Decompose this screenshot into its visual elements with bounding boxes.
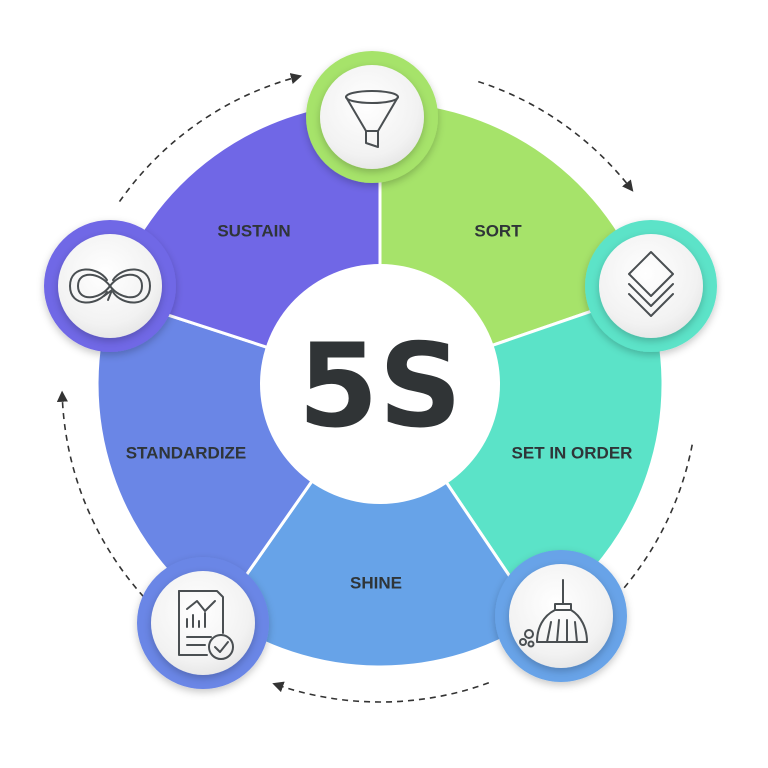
badge-disc: [509, 564, 613, 668]
icon-badges: [44, 51, 717, 689]
center-title: 5S: [298, 319, 462, 454]
cycle-arrow: [478, 80, 634, 192]
layers-icon: [628, 251, 674, 317]
segment-label-standardize: STANDARDIZE: [126, 443, 247, 462]
cycle-arrow: [118, 73, 303, 203]
cycle-arrow: [272, 681, 490, 703]
broom-icon: [519, 579, 588, 648]
segment-label-shine: SHINE: [350, 573, 402, 592]
badge-shine: [495, 550, 627, 682]
segment-label-set-in-order: SET IN ORDER: [512, 443, 633, 462]
funnel-icon: [345, 90, 399, 148]
report-checklist-icon: [178, 590, 234, 660]
badge-set-in-order: [585, 220, 717, 352]
badge-disc: [320, 65, 424, 169]
center-circle: [260, 264, 500, 504]
cycle-arrow: [56, 390, 152, 606]
badge-disc: [599, 234, 703, 338]
badge-standardize: [137, 557, 269, 689]
badge-disc: [151, 571, 255, 675]
segment-labels: SORT SET IN ORDER SHINE STANDARDIZE SUSTAIN: [126, 221, 633, 592]
badge-sort: [306, 51, 438, 183]
badge-sustain: [44, 220, 176, 352]
segment-label-sustain: SUSTAIN: [217, 221, 290, 240]
infinity-arrows-icon: [69, 268, 151, 304]
segment-label-sort: SORT: [474, 221, 522, 240]
